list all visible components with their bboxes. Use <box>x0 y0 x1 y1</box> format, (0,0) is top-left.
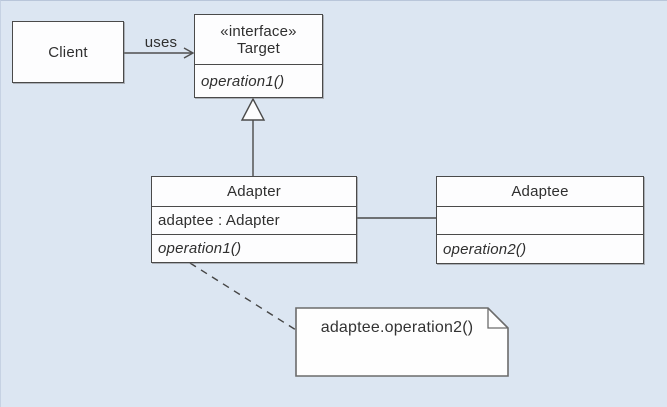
target-title-compartment: «interface» Target <box>195 15 322 64</box>
target-interface-box: «interface» Target operation1() <box>194 14 323 98</box>
target-operation: operation1() <box>195 64 322 97</box>
note-anchor-dashed-line <box>189 262 297 331</box>
generalization-arrow <box>240 97 266 176</box>
adaptee-class-name: Adaptee <box>511 183 569 200</box>
adapter-title-compartment: Adapter <box>152 177 356 206</box>
adapter-attribute: adaptee : Adapter <box>152 206 356 234</box>
adapter-class-name: Adapter <box>227 183 281 200</box>
adapter-operation: operation1() <box>152 234 356 262</box>
target-stereotype: «interface» <box>220 22 297 40</box>
uses-association-arrow <box>124 47 195 59</box>
client-class-box: Client <box>12 21 124 83</box>
adapter-class-box: Adapter adaptee : Adapter operation1() <box>151 176 357 263</box>
adaptee-class-box: Adaptee operation2() <box>436 176 644 264</box>
target-interface-name: Target <box>237 39 280 57</box>
adaptee-operation: operation2() <box>437 234 643 263</box>
adaptee-title-compartment: Adaptee <box>437 177 643 206</box>
uml-note-shape <box>295 307 509 377</box>
uml-note-text: adaptee.operation2() <box>320 319 474 336</box>
client-class-name: Client <box>48 43 88 61</box>
adaptee-empty-attribute-compartment <box>437 206 643 234</box>
uses-edge-label: uses <box>144 34 178 51</box>
